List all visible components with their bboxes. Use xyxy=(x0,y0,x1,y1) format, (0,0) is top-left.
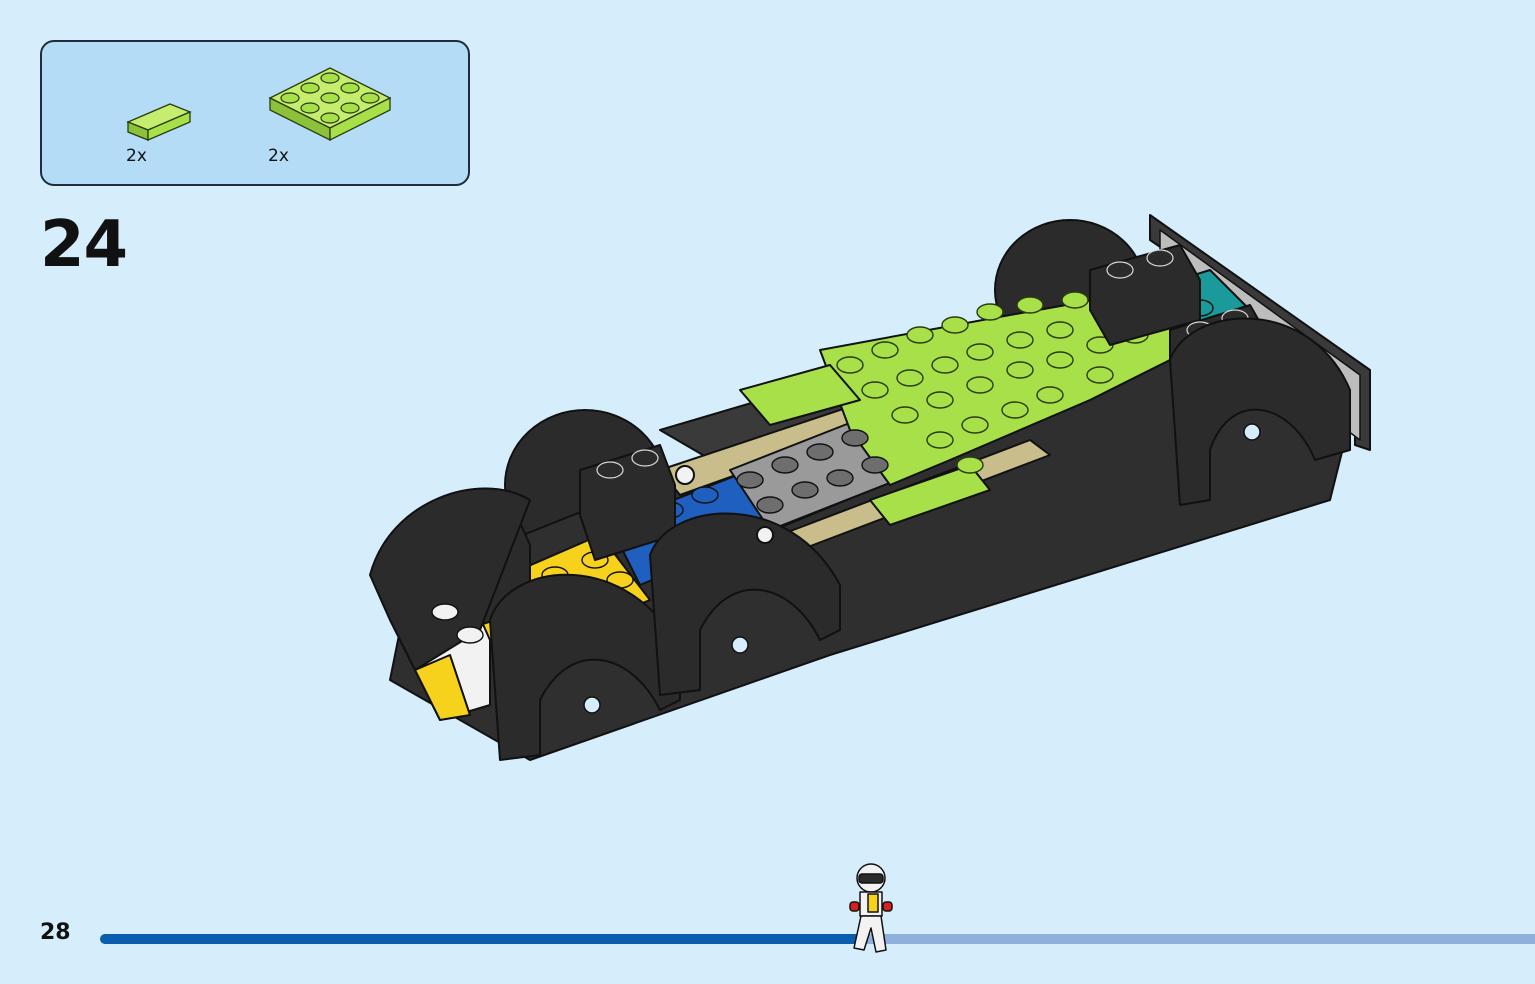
progress-track xyxy=(100,934,1535,944)
race-car-chassis-illustration xyxy=(330,200,1390,774)
lime-tile-icon xyxy=(126,103,192,141)
racer-minifigure-icon xyxy=(846,860,896,960)
part-lime-tile-1x2: 2x xyxy=(124,100,194,166)
part-quantity: 2x xyxy=(268,146,289,166)
part-lime-plate-3x3: 2x xyxy=(266,62,396,166)
parts-list-callout: 2x 2x xyxy=(40,40,470,186)
page-number: 28 xyxy=(40,920,71,945)
lime-plate-icon xyxy=(268,67,392,142)
step-number: 24 xyxy=(40,208,128,282)
part-quantity: 2x xyxy=(126,146,147,166)
race-car-chassis-icon xyxy=(369,214,1371,761)
progress-fill xyxy=(100,934,868,944)
